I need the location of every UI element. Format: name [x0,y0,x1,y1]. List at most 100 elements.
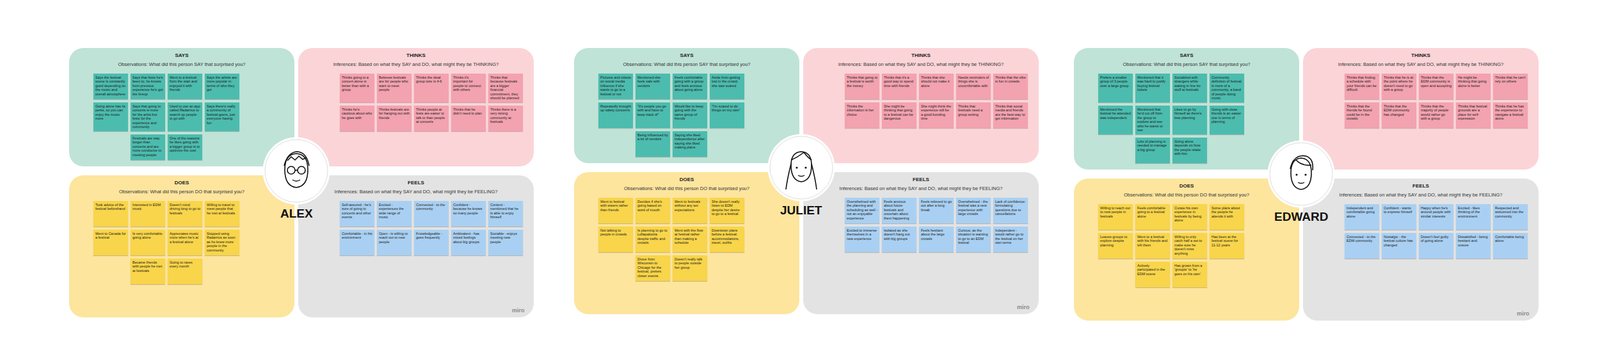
note-text: Thinks that festivals need a group setti… [958,104,989,117]
sticky-note: He might be thinking that going alone is… [1456,73,1491,100]
note-text: Went to festivals without any set expect… [674,199,706,212]
sticky-note: Excited - experiences the wide range of … [376,200,412,227]
sticky-note: Needs reminders of things she is uncomfo… [956,73,991,100]
sticky-note: Thinks that he didn't need to plan [451,105,486,132]
note-text: Went to festival with sisters rather tha… [600,199,632,212]
quadrant-subtitle: Observations: What did this person DO th… [75,188,288,195]
sticky-note: Interested in EDM music [130,200,166,227]
note-text: Going alone depends on how the people re… [1174,139,1206,157]
note-text: Curate his own experience in festivals b… [1174,206,1206,223]
note-text: "I'm scared to do things on my own" [711,104,743,113]
note-text: Content - mentioned that he is able to e… [490,202,521,220]
note-text: Needs reminders of things she is uncomfo… [958,75,989,88]
quadrant-heading: FEELS [304,179,528,186]
note-text: Lack of confidence: formulating question… [995,199,1026,217]
note-text: Appreciates music more when he's at a fe… [169,231,201,244]
note-text: Thinks that going to a festival is worth… [846,75,878,88]
note-text: Doesn't really talk to people outside he… [674,257,706,270]
sticky-note: Festivals are way longer than concerts a… [130,134,166,160]
note-text: Going to raves every month [169,260,201,269]
sticky-note: Decides if she's going based on word of … [635,197,671,224]
quadrant-heading: DOES [1080,183,1293,189]
note-text: Confident - because he knows so many peo… [453,202,484,216]
note-text: Lots of planning is needed to manage a b… [1137,139,1168,152]
note-text: Went to Canada for a festival [95,231,127,240]
note-text: Ambivalent - has mixed feelings about bi… [453,231,484,244]
sticky-note: Doesn't feel guilty of going alone [1418,232,1454,259]
note-text: Thinks that he is at the point where he … [1383,75,1415,93]
sticky-note: Leaves groups to explore despite plannin… [1098,232,1133,259]
note-text: Became friends with people he met at fes… [132,260,164,273]
sticky-note: Excited - likes thinking of the environm… [1456,204,1491,230]
sticky-note: Went to Canada for a festival [93,229,128,256]
quadrant-heading: THINKS [809,52,1033,59]
note-text: Feels hesitant about the large crowds [920,228,952,241]
sticky-note: Doesn't really talk to people outside he… [672,255,708,281]
sticky-note: Going alone has its perks, so you can en… [93,102,128,132]
sticky-note: Thinks there is a very strong community … [488,105,523,132]
sticky-note: Thinks people at fests are easier to tal… [414,105,449,132]
sticky-note: She might think the experience will be a… [919,102,954,128]
sticky-note: Thinks that he is at the point where he … [1381,73,1417,100]
quadrant-panel: SAYSObservations: What did this person S… [574,48,800,164]
note-text: Thinks the ideal group size is 4-6 [416,75,447,84]
quadrant-panel: FEELS Inferences: Based on what they SAY … [298,175,534,318]
sticky-note: Stopped using Radarrius as soon as he kn… [204,229,240,256]
quadrant-panel: DOESObservations: What did this person D… [69,175,295,318]
sticky-note: Connected - to the EDM community [1344,232,1380,259]
sticky-note: Curate his own experience in festivals b… [1172,204,1208,230]
sticky-note: Says there's really a community of festi… [204,102,240,132]
sticky-note: Confident - wants to express himself [1381,204,1417,230]
sticky-note: Not talking to people in crowds [598,226,633,253]
note-text: Curious, as the situation is wanting to … [958,228,989,246]
note-text: Thinks that he has the experience to nav… [1495,104,1526,121]
note-text: Likes to go by himself as there's less p… [1174,107,1206,120]
note-text: Went to a festival from the start and en… [169,75,201,93]
quadrant-subtitle: Inferences: Based on what they SAY and D… [304,61,528,68]
quadrant-heading: THINKS [1309,52,1533,59]
note-text: Thinks that festival grounds are a place… [1457,104,1489,121]
sticky-note: Isolated as she doesn't hang out with bi… [881,226,917,253]
note-text: Respected and welcomed into the communit… [1495,206,1526,219]
note-text: Thinks that she should not make it alone [920,75,952,88]
note-text: Independent and comfortable going alone [1346,206,1378,219]
note-text: Overwhelmed - the festival was a new exp… [958,199,989,217]
quadrant-panel: DOESObservations: What did this person D… [574,172,800,315]
sticky-note: Excited to immerse themselves in a new e… [844,226,880,253]
sticky-note: Says the artists are more popular in ter… [204,73,240,100]
sticky-note: Feels comfortable going to a festival al… [1135,204,1170,230]
note-text: Thinks going to a concert alone is bette… [341,75,373,93]
note-text: Says that fests he's been to, he knows f… [132,75,164,96]
note-text: Nostalgic - the festival culture has cha… [1383,234,1415,248]
note-text: Actively participated in the EDM scene [1137,263,1168,276]
persona-name: EDWARD [1274,209,1328,224]
sticky-note: She might be thinking that going to a fe… [881,102,917,128]
note-text: Thinks that finding a schedule with your… [1346,75,1378,93]
sticky-note: Feels relieved to go out after a long br… [919,197,954,224]
sticky-note: Thinks that the EDM community is open an… [1418,73,1454,100]
sticky-note: Mentioned she feels safe with vendors [635,73,671,100]
note-text: Willing to only catch half a set to make… [1174,234,1206,256]
quadrant-heading: SAYS [1080,52,1293,59]
quadrant-subtitle: Inferences: Based on what they SAY and D… [304,188,528,195]
sticky-note: Thinks that it's a good way to spend tim… [881,73,917,100]
note-text: Independent - would rather go to the fes… [995,228,1026,246]
note-text: Going with close friends is an easier on… [1211,107,1243,125]
note-text: Drove from Wisconsin to Chicago for the … [637,257,669,278]
sticky-note: Thinks going to a concert alone is bette… [339,73,375,103]
sticky-note: Thinks the information is her choice [844,102,880,128]
note-text: Comfortable being alone [1495,234,1526,244]
note-text: Mentioned the festival he attended was i… [1100,107,1131,120]
note-text: Has grown from a 'groupie' to 'he goes o… [1174,263,1206,276]
quadrant-heading: DOES [580,176,793,183]
sticky-note: Sociable - enjoys meeting new people [488,229,523,256]
sticky-note: Repeatedly brought up safety concerns [598,102,633,128]
note-text: Thinks there is a very strong community … [490,107,521,125]
note-text: Self-assured - he's sure of going to con… [341,202,373,220]
note-text: Excited - likes thinking of the environm… [1457,206,1489,219]
sticky-note: Has been at the festival scene for 11-12… [1209,232,1245,259]
sticky-note: Prefers a smaller group of 3 people over… [1098,73,1133,103]
note-text: Sociable - enjoys meeting new people [490,231,521,244]
sticky-note: Downtown plans before a festival: accomm… [709,226,745,253]
sticky-note: Pictures and videos on social media infl… [598,73,633,100]
